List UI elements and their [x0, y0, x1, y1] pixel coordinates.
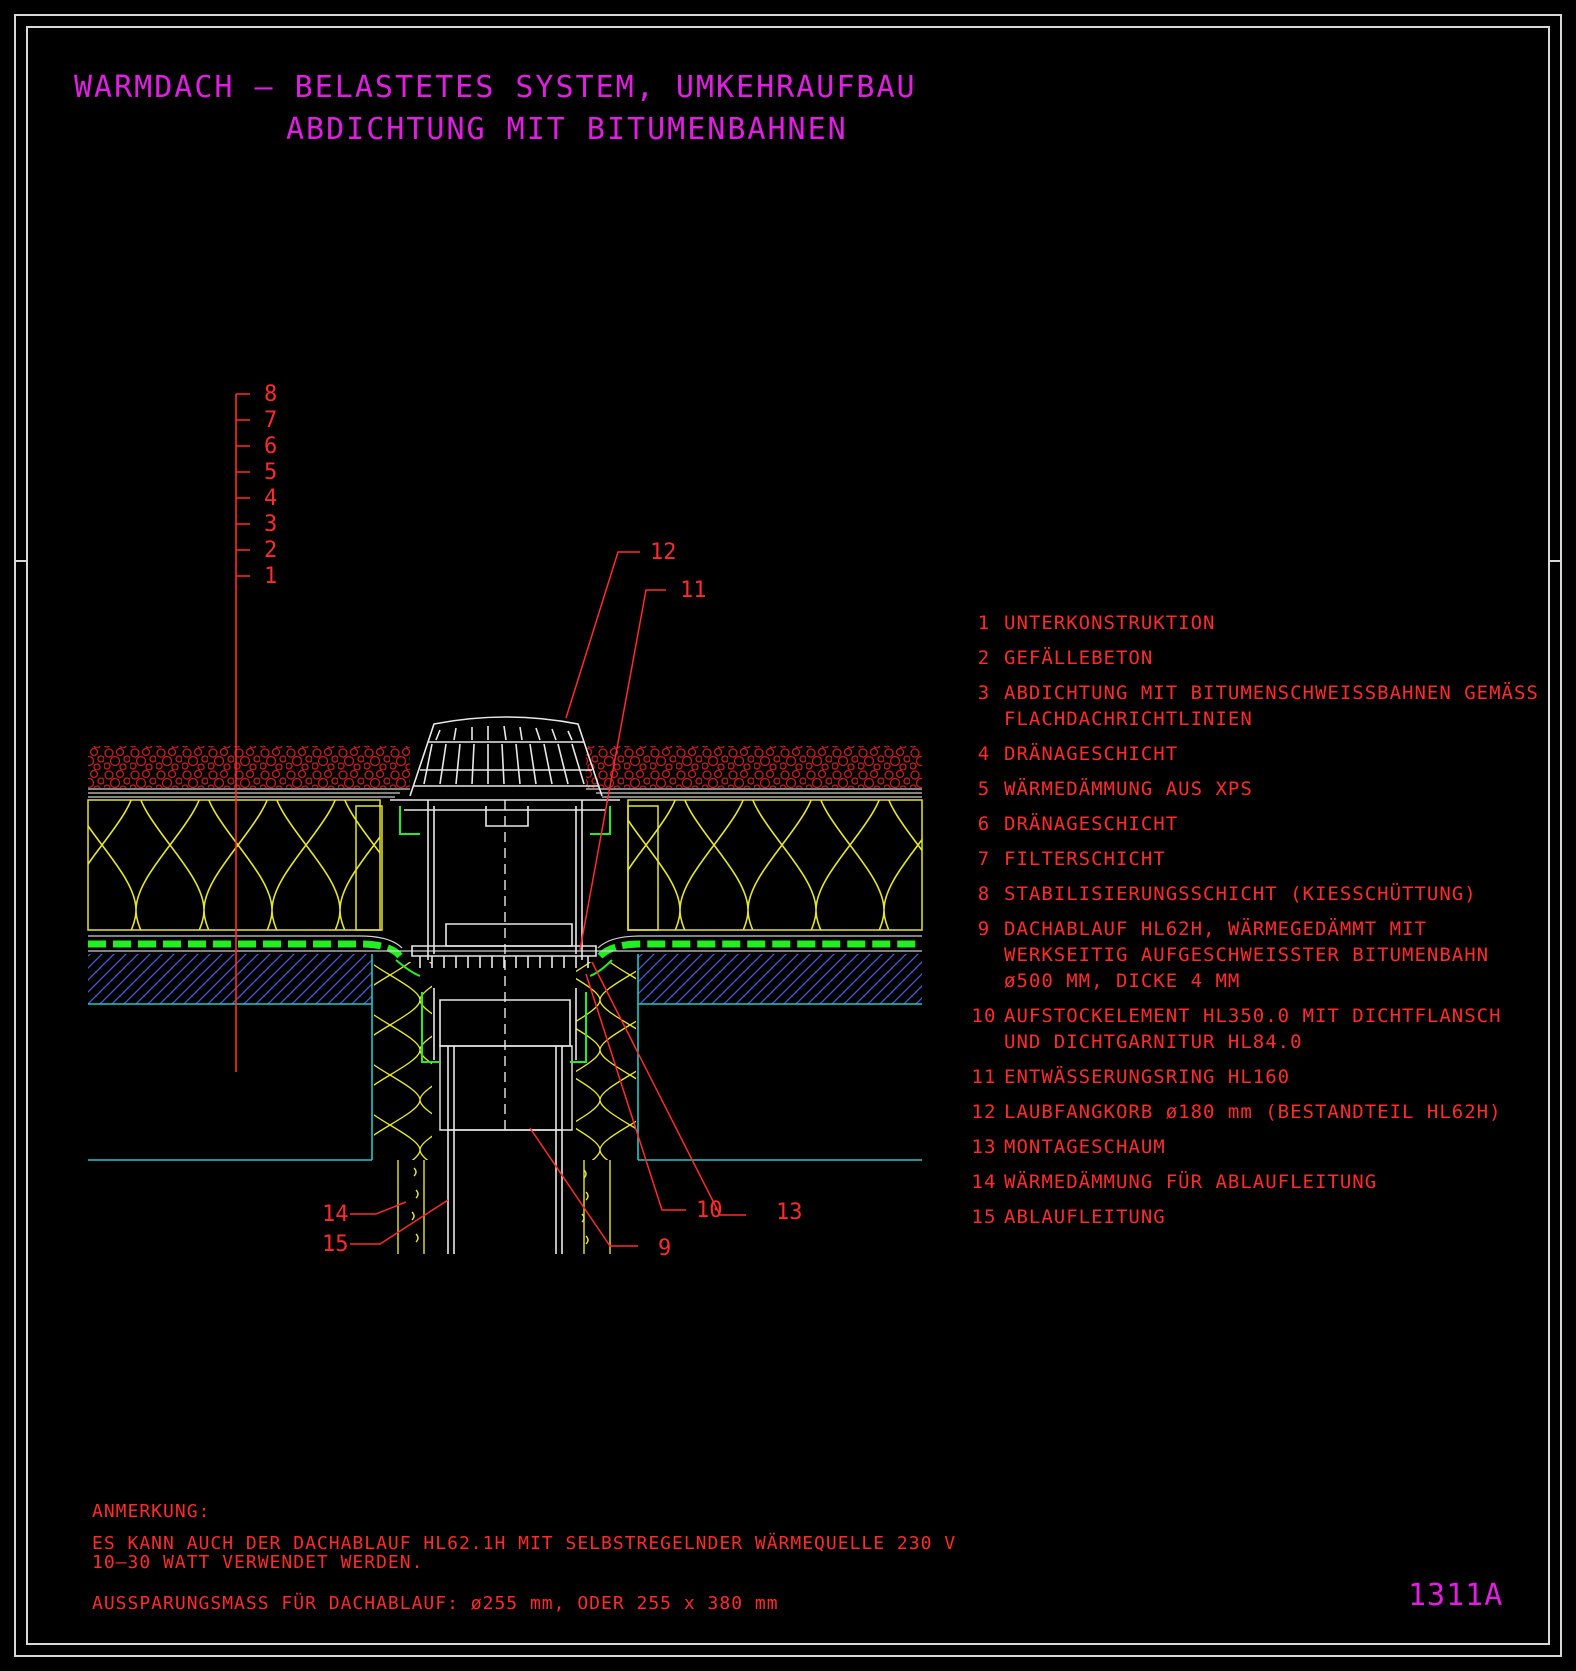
pipe-below-slab — [397, 1160, 611, 1254]
legend-num: 4 — [977, 743, 991, 765]
note-line-2: 10–30 WATT VERWENDET WERDEN. — [92, 1552, 424, 1573]
legend-item: 2 GEFÄLLEBETON — [964, 645, 1544, 671]
legend-item: 7 FILTERSCHICHT — [964, 846, 1544, 872]
legend-text: ABLAUFLEITUNG — [1004, 1206, 1166, 1228]
callout-10: 10 — [696, 1198, 723, 1223]
outer-frame — [14, 14, 1562, 1657]
legend-text: ABDICHTUNG MIT BITUMENSCHWEISSBAHNEN GEM… — [1004, 682, 1539, 730]
legend-item: 6 DRÄNAGESCHICHT — [964, 811, 1544, 837]
scale-label-4: 4 — [264, 486, 278, 511]
legend-text: WÄRMEDÄMMUNG AUS XPS — [1004, 778, 1253, 800]
legend-num: 6 — [977, 813, 991, 835]
xps-insulation-right — [627, 799, 923, 931]
xps-insulation-left — [87, 799, 381, 931]
legend-num: 1 — [977, 612, 991, 634]
callout-9: 9 — [658, 1236, 672, 1261]
slope-concrete-right — [638, 954, 922, 1004]
callout-14: 14 — [322, 1202, 349, 1227]
legend-num: 2 — [977, 647, 991, 669]
legend-item: 1 UNTERKONSTRUKTION — [964, 610, 1544, 636]
legend-text: STABILISIERUNGSSCHICHT (KIESSCHÜTTUNG) — [1004, 883, 1477, 905]
scale-label-6: 6 — [264, 434, 278, 459]
legend-text: LAUBFANGKORB ø180 mm (BESTANDTEIL HL62H) — [1004, 1101, 1502, 1123]
title-line-1: WARMDACH – BELASTETES SYSTEM, UMKEHRAUFB… — [74, 70, 917, 105]
xps-cut-left — [355, 805, 383, 931]
drawing-number: 1311A — [1408, 1578, 1504, 1613]
slope-concrete-left — [88, 954, 372, 1004]
drainage-layer — [88, 940, 922, 959]
legend-num: 8 — [977, 883, 991, 905]
legend-item: 11 ENTWÄSSERUNGSRING HL160 — [964, 1064, 1544, 1090]
legend-item: 5 WÄRMEDÄMMUNG AUS XPS — [964, 776, 1544, 802]
callout-15: 15 — [322, 1232, 349, 1257]
leaf-guard — [409, 716, 603, 797]
frame-tick-left — [14, 560, 26, 562]
legend: 1 UNTERKONSTRUKTION 2 GEFÄLLEBETON 3 ABDICH… — [964, 610, 1544, 1239]
legend-num: 7 — [977, 848, 991, 870]
legend-num: 9 — [977, 918, 991, 940]
legend-num: 11 — [971, 1066, 997, 1088]
legend-text: AUFSTOCKELEMENT HL350.0 MIT DICHTFLANSCH… — [1004, 1005, 1502, 1053]
layer-scale — [235, 393, 250, 1072]
callout-12: 12 — [650, 540, 677, 565]
gravel-layer — [88, 746, 410, 788]
scale-label-3: 3 — [264, 512, 278, 537]
frame-tick-right — [1550, 560, 1562, 562]
legend-text: GEFÄLLEBETON — [1004, 647, 1154, 669]
legend-item: 3 ABDICHTUNG MIT BITUMENSCHWEISSBAHNEN GE… — [964, 680, 1544, 732]
title-line-2: ABDICHTUNG MIT BITUMENBAHNEN — [286, 112, 848, 147]
legend-num: 12 — [971, 1101, 997, 1123]
legend-num: 13 — [971, 1136, 997, 1158]
callout-13: 13 — [776, 1200, 803, 1225]
legend-text: WÄRMEDÄMMUNG FÜR ABLAUFLEITUNG — [1004, 1171, 1378, 1193]
xps-cut-right — [627, 805, 659, 931]
callout-11: 11 — [680, 578, 707, 603]
legend-num: 10 — [971, 1005, 997, 1027]
legend-item: 13 MONTAGESCHAUM — [964, 1134, 1544, 1160]
note-line-3: AUSSPARUNGSMASS FÜR DACHABLAUF: ø255 mm,… — [92, 1593, 779, 1614]
layer-scale-labels: 8 7 6 5 4 3 2 1 — [264, 382, 277, 590]
legend-item: 10 AUFSTOCKELEMENT HL350.0 MIT DICHTFLANS… — [964, 1003, 1544, 1055]
scale-label-7: 7 — [264, 408, 278, 433]
legend-item: 4 DRÄNAGESCHICHT — [964, 741, 1544, 767]
legend-item: 12 LAUBFANGKORB ø180 mm (BESTANDTEIL HL62… — [964, 1099, 1544, 1125]
gravel-layer-right — [586, 746, 922, 788]
filter-layer — [88, 788, 922, 798]
legend-text: DRÄNAGESCHICHT — [1004, 743, 1179, 765]
legend-text: ENTWÄSSERUNGSRING HL160 — [1004, 1066, 1291, 1088]
note-line-1: ES KANN AUCH DER DACHABLAUF HL62.1H MIT … — [92, 1533, 957, 1554]
legend-num: 15 — [971, 1206, 997, 1228]
scale-label-1: 1 — [264, 564, 278, 589]
legend-item: 8 STABILISIERUNGSSCHICHT (KIESSCHÜTTUNG) — [964, 881, 1544, 907]
legend-item: 9 DACHABLAUF HL62H, WÄRMEGEDÄMMT MIT WERK… — [964, 916, 1544, 994]
note-heading: ANMERKUNG: — [92, 1501, 211, 1522]
legend-text: MONTAGESCHAUM — [1004, 1136, 1166, 1158]
legend-text: FILTERSCHICHT — [1004, 848, 1166, 870]
sealing-gaskets — [395, 806, 613, 1063]
leader-lines — [350, 551, 746, 1247]
drain-body — [390, 799, 620, 1131]
legend-item: 14 WÄRMEDÄMMUNG FÜR ABLAUFLEITUNG — [964, 1169, 1544, 1195]
scale-label-2: 2 — [264, 538, 278, 563]
inner-frame — [26, 26, 1550, 1645]
legend-text: DRÄNAGESCHICHT — [1004, 813, 1179, 835]
slab-lines — [88, 954, 922, 1161]
legend-num: 3 — [977, 682, 991, 704]
scale-label-8: 8 — [264, 382, 278, 407]
legend-item: 15 ABLAUFLEITUNG — [964, 1204, 1544, 1230]
legend-num: 14 — [971, 1171, 997, 1193]
legend-text: UNTERKONSTRUKTION — [1004, 612, 1216, 634]
legend-num: 5 — [977, 778, 991, 800]
legend-text: DACHABLAUF HL62H, WÄRMEGEDÄMMT MIT WERKS… — [1004, 918, 1490, 992]
scale-label-5: 5 — [264, 460, 278, 485]
